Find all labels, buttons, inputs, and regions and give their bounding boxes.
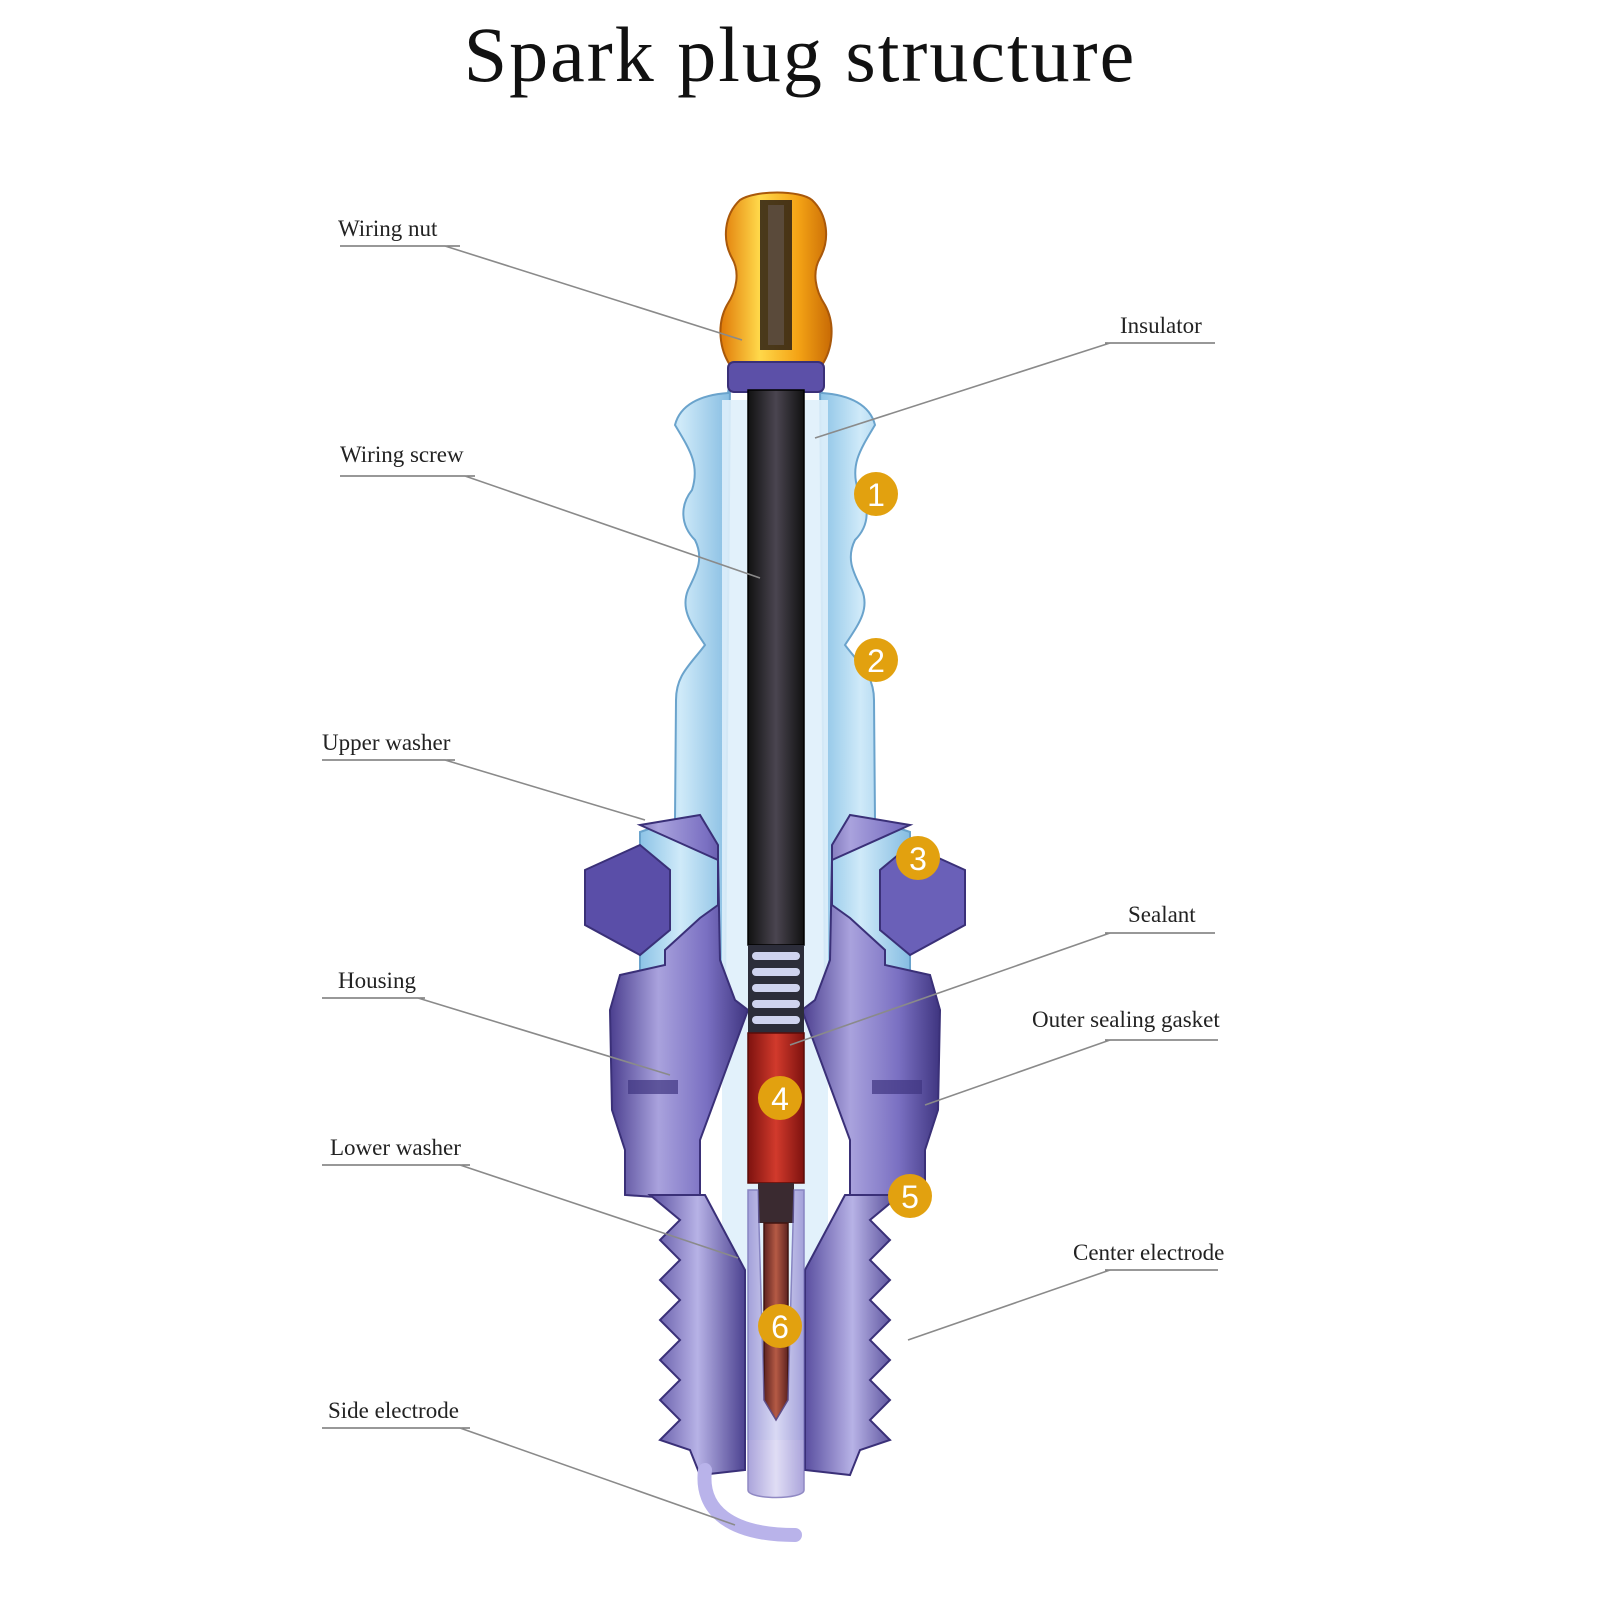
side-electrode (697, 1463, 802, 1542)
label-upper-washer: Upper washer (322, 730, 451, 755)
label-center-electrode: Center electrode (1073, 1240, 1224, 1265)
spring-coils (748, 945, 804, 1033)
badge-1: 1 (854, 472, 898, 516)
leader-lines (322, 245, 1218, 1526)
badge-5-text: 5 (901, 1179, 919, 1215)
badge-3-text: 3 (909, 841, 927, 877)
label-side-electrode: Side electrode (328, 1398, 459, 1423)
label-outer-sealing-gasket: Outer sealing gasket (1032, 1007, 1220, 1032)
badge-2-text: 2 (867, 643, 885, 679)
label-lower-washer: Lower washer (330, 1135, 461, 1160)
badge-6-text: 6 (771, 1309, 789, 1345)
label-insulator: Insulator (1120, 313, 1202, 338)
badge-5: 5 (888, 1174, 932, 1218)
badge-1-text: 1 (867, 477, 885, 513)
badge-2: 2 (854, 638, 898, 682)
label-sealant: Sealant (1128, 902, 1196, 927)
threads-left (647, 1194, 746, 1477)
wiring-screw (747, 389, 805, 946)
label-wiring-nut: Wiring nut (338, 216, 438, 241)
threads-right (804, 1194, 903, 1477)
badge-4-text: 4 (771, 1081, 789, 1117)
page-title: Spark plug structure (463, 11, 1137, 98)
housing-left (608, 813, 750, 1202)
badge-6: 6 (758, 1304, 802, 1348)
label-housing: Housing (338, 968, 416, 993)
badge-3: 3 (896, 836, 940, 880)
label-wiring-screw: Wiring screw (340, 442, 464, 467)
housing-right (800, 813, 942, 1202)
badge-4: 4 (758, 1076, 802, 1120)
